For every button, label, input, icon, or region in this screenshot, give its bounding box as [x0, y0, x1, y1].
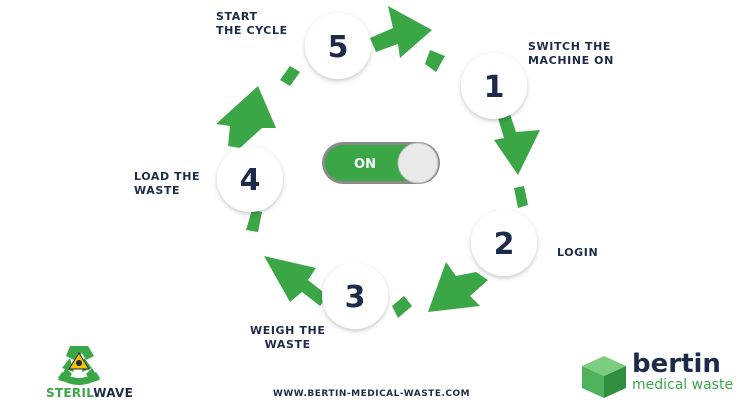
sterilwave-logo-part2: WAVE [93, 386, 134, 400]
website-link[interactable]: WWW.BERTIN-MEDICAL-WASTE.COM [272, 389, 471, 399]
sterilwave-logo-text: STERILWAVE [46, 386, 133, 400]
step-number-4: 4 [240, 163, 261, 198]
step-circle-1: 1 [461, 53, 527, 119]
sterilwave-logo-part1: STERIL [46, 386, 94, 400]
step-number-1: 1 [484, 70, 505, 105]
step-label-2: LOGIN [557, 246, 599, 259]
toggle-label: ON [354, 157, 376, 172]
step-label-4: LOAD THE WASTE [134, 170, 201, 197]
step-circle-3: 3 [322, 263, 388, 329]
step-number-5: 5 [328, 30, 349, 65]
bertin-logo-name: bertin [632, 349, 721, 379]
arrow-4-to-5 [216, 66, 300, 148]
step-circle-2: 2 [471, 210, 537, 276]
cube-icon [582, 356, 626, 398]
step-circle-4: 4 [217, 146, 283, 212]
toggle-knob [397, 142, 439, 184]
on-toggle[interactable]: ON [322, 142, 440, 184]
arrow-1-to-2 [494, 114, 540, 208]
arrow-3-to-4 [246, 210, 328, 306]
step-label-3: WEIGH THE WASTE [250, 324, 326, 351]
step-label-5: START THE CYCLE [216, 10, 288, 37]
bertin-logo-tagline: medical waste [632, 377, 734, 393]
arrow-5-to-1 [370, 6, 445, 72]
step-circle-5: 5 [305, 13, 371, 79]
recycle-biohazard-icon [58, 346, 100, 385]
step-label-1: SWITCH THE MACHINE ON [528, 40, 614, 67]
step-number-2: 2 [494, 227, 515, 262]
step-number-3: 3 [345, 280, 366, 315]
arrow-2-to-3 [392, 262, 488, 318]
